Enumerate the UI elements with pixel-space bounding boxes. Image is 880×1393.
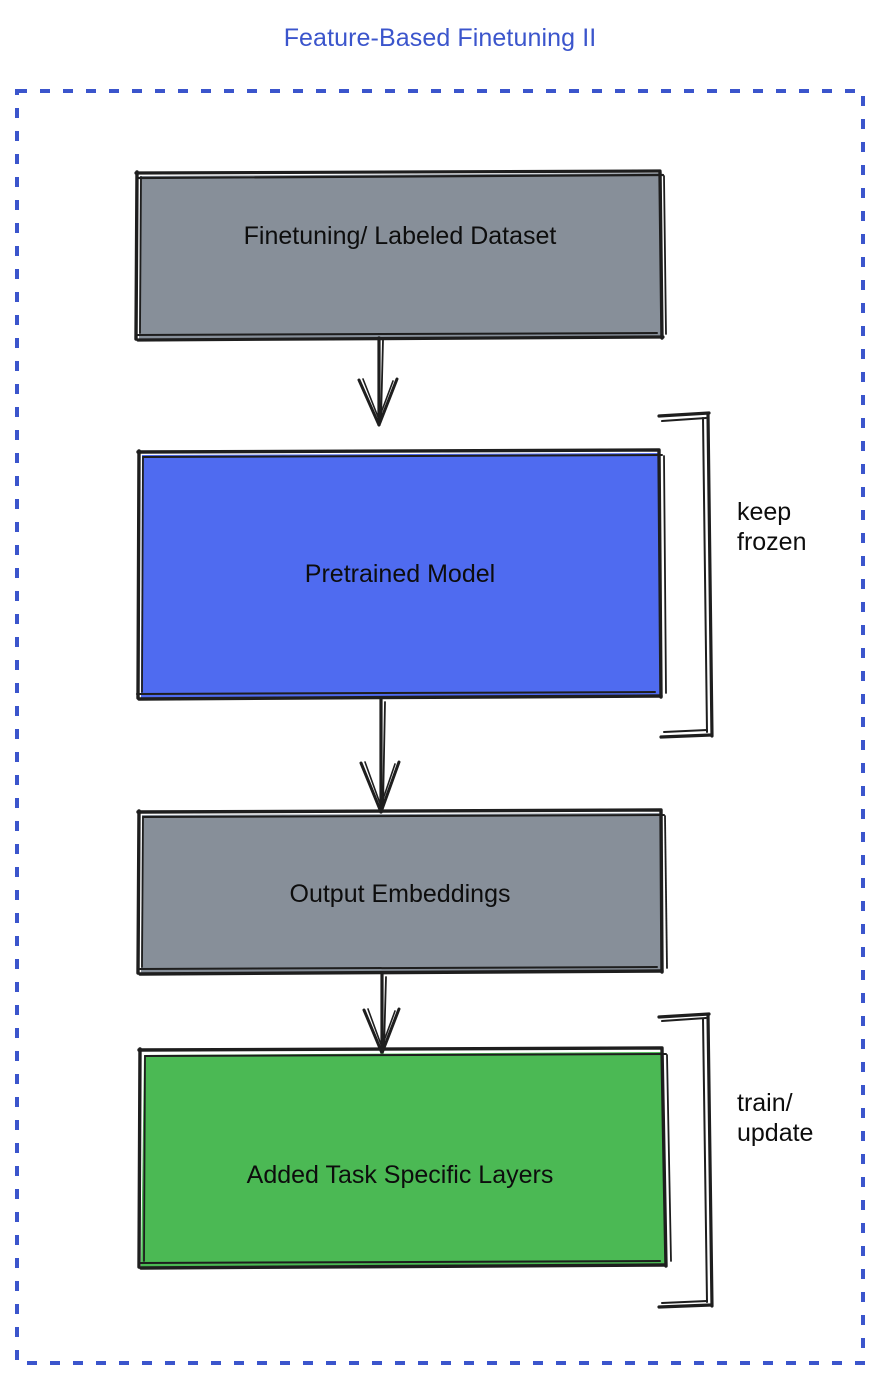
page-title: Feature-Based Finetuning II — [283, 24, 597, 52]
arrow-dataset-to-model — [357, 336, 399, 427]
node-label-finetuning-dataset: Finetuning/ Labeled Dataset — [243, 222, 557, 250]
node-label-pretrained-model: Pretrained Model — [304, 560, 496, 588]
annotation-keep-frozen: keep frozen — [737, 498, 807, 556]
bracket-train-update — [657, 1012, 714, 1309]
arrow-embeddings-to-layers — [362, 972, 401, 1055]
annotation-train-update: train/ update — [737, 1089, 814, 1147]
arrow-model-to-embeddings — [359, 697, 401, 814]
node-label-output-embeddings: Output Embeddings — [289, 880, 511, 908]
node-output-embeddings[interactable] — [136, 808, 668, 976]
node-pretrained-model[interactable] — [136, 448, 667, 701]
node-finetuning-dataset[interactable] — [134, 169, 667, 342]
node-label-task-specific-layers: Added Task Specific Layers — [246, 1161, 554, 1189]
node-task-specific-layers[interactable] — [137, 1046, 672, 1270]
dashed-frame — [15, 89, 865, 1365]
bracket-keep-frozen — [657, 411, 714, 739]
